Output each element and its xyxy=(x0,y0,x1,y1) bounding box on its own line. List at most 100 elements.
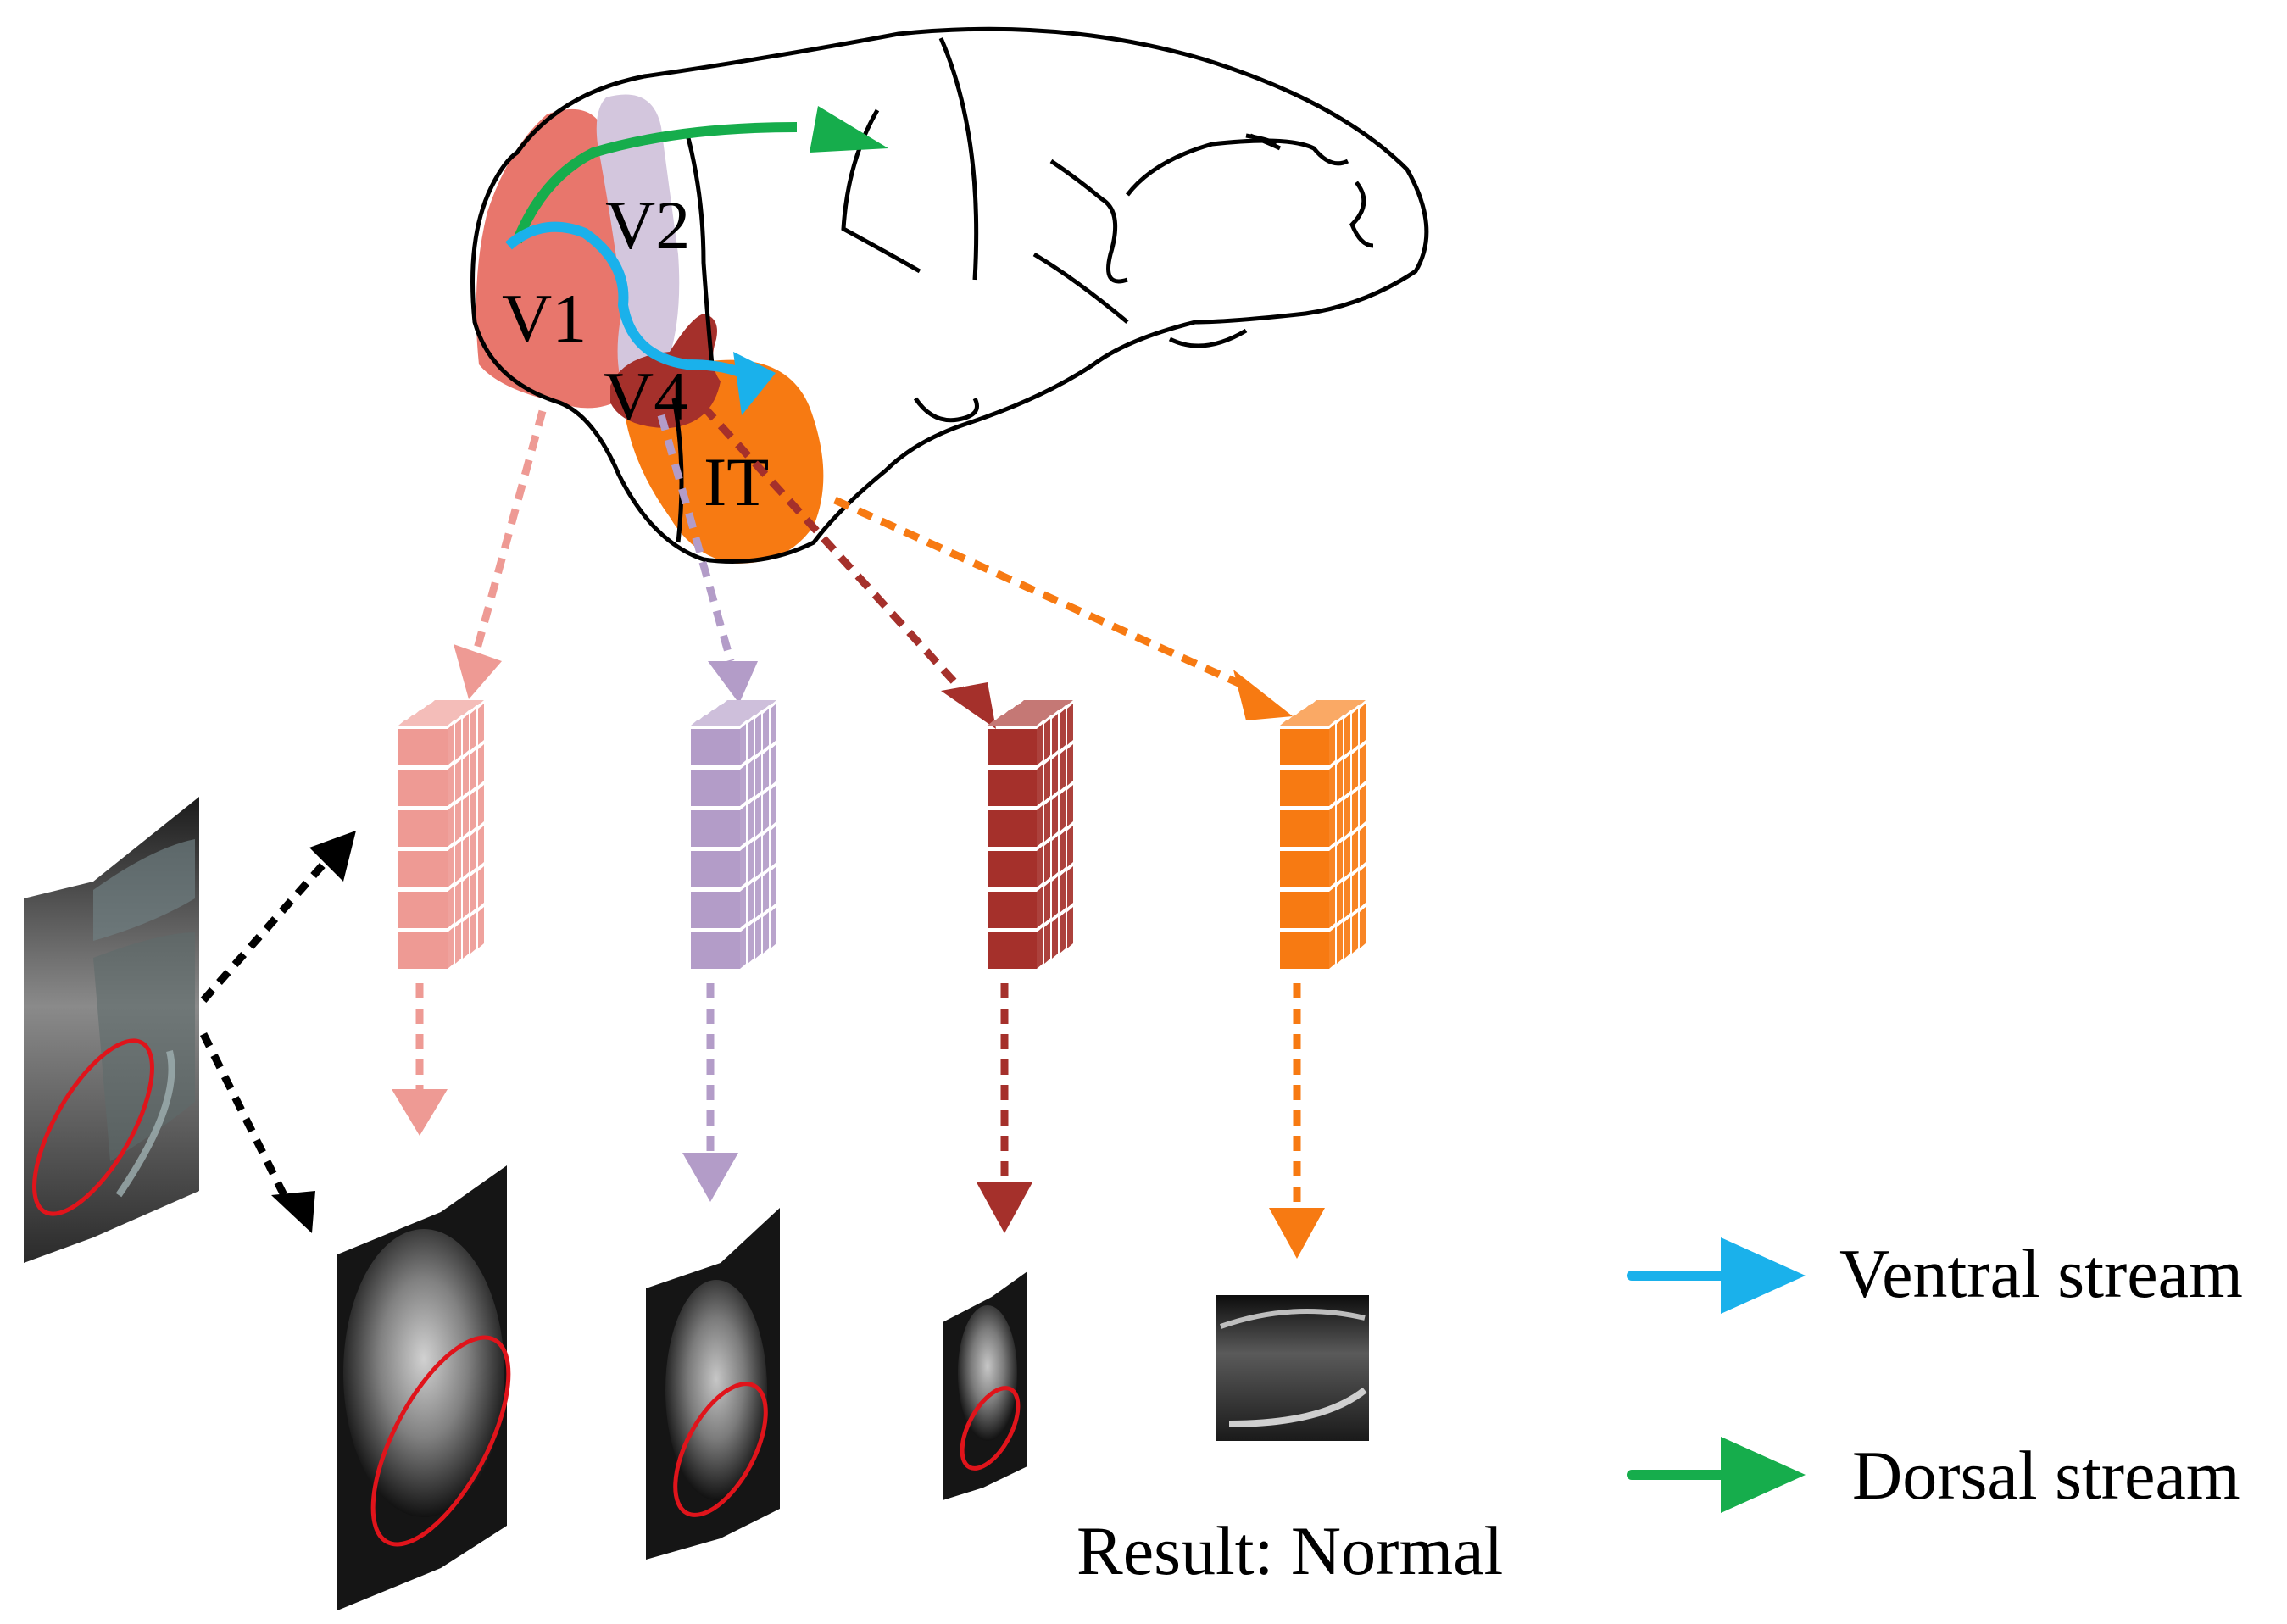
feature-block-side xyxy=(1060,871,1066,913)
feature-block-side xyxy=(755,836,761,877)
feature-blocks xyxy=(398,700,1366,969)
feature-block-side xyxy=(748,800,754,842)
feature-block-side xyxy=(771,785,776,826)
feature-block-side xyxy=(448,805,454,847)
feature-block-side xyxy=(448,846,454,887)
input-to-block-arrow xyxy=(200,854,334,1003)
region-v2-shape xyxy=(596,94,680,399)
v4-lesion-annotation xyxy=(960,1386,1021,1471)
feature-block-side xyxy=(740,724,746,765)
input-lesion-annotation xyxy=(32,1038,154,1216)
feature-block-side xyxy=(478,744,484,786)
feature-block-side xyxy=(1352,831,1358,872)
feature-block-side xyxy=(771,866,776,908)
feature-block-side xyxy=(763,912,769,954)
feature-block-side xyxy=(748,841,754,882)
feature-block-side xyxy=(1067,704,1073,745)
feature-map-it-sonogram xyxy=(1216,1295,1369,1441)
feature-block-side xyxy=(1060,709,1066,750)
feature-block-top xyxy=(1010,705,1066,710)
feature-block-side xyxy=(448,724,454,765)
feature-block-cell xyxy=(398,810,448,847)
brain-sulcus xyxy=(1032,252,1129,324)
feature-block-side xyxy=(1337,800,1343,842)
feature-block-side xyxy=(463,714,469,755)
feature-block-side xyxy=(470,790,476,831)
feature-block-cell xyxy=(691,729,740,765)
feature-block-side xyxy=(455,882,461,923)
feature-block-top xyxy=(421,705,476,710)
dorsal-stream-arrowhead xyxy=(810,106,888,153)
feature-block-side xyxy=(1344,754,1350,796)
feature-block-top xyxy=(1003,710,1058,715)
region-v1-shape xyxy=(476,108,647,409)
ventral-stream-arrow xyxy=(505,221,754,382)
feature-block-cell xyxy=(691,770,740,806)
it-to-block-arrow xyxy=(833,496,1248,691)
v2-to-block-arrow xyxy=(657,414,735,663)
it-arrowhead xyxy=(1233,670,1293,720)
dorsal-legend-arrowhead xyxy=(1721,1437,1806,1513)
v4-to-block-arrow xyxy=(700,403,970,698)
feature-block-side xyxy=(470,749,476,791)
feature-block-side xyxy=(1067,785,1073,826)
feature-block-side xyxy=(463,876,469,918)
feature-block-side xyxy=(1052,876,1058,918)
feature-block-side xyxy=(748,719,754,760)
feature-block-side xyxy=(478,866,484,908)
feature-block-side xyxy=(763,871,769,913)
block-to-map-arrows xyxy=(392,983,1325,1259)
feature-block-side xyxy=(1352,709,1358,750)
legend-item-dorsal: Dorsal stream xyxy=(1627,1437,2240,1514)
feature-block-cell xyxy=(988,932,1037,969)
feature-block-top xyxy=(691,720,746,726)
feature-block-cell xyxy=(691,892,740,928)
feature-block-top xyxy=(1018,700,1073,705)
feature-block-cell xyxy=(988,892,1037,928)
feature-block-side xyxy=(1344,714,1350,755)
feature-block-side xyxy=(1037,846,1043,887)
feature-block-cell xyxy=(988,729,1037,765)
feature-block-side xyxy=(1329,724,1335,765)
feature-block-side xyxy=(1037,887,1043,928)
feature-block-side xyxy=(463,795,469,837)
feature-block-side xyxy=(740,805,746,847)
legend-item-ventral: Ventral stream xyxy=(1627,1235,2243,1314)
feature-block-side xyxy=(1360,826,1366,867)
feature-block-side xyxy=(478,826,484,867)
feature-block-side xyxy=(1060,790,1066,831)
feature-block-side xyxy=(1329,887,1335,928)
feature-block-v1 xyxy=(398,700,484,969)
feature-block-side xyxy=(763,749,769,791)
feature-block-side xyxy=(1044,759,1050,801)
feature-block-side xyxy=(1337,719,1343,760)
brain-sulcus xyxy=(913,397,979,423)
v1-lesion-annotation xyxy=(370,1335,511,1547)
feature-block-side xyxy=(1360,785,1366,826)
feature-block-side xyxy=(1329,765,1335,806)
feature-block-top xyxy=(721,700,776,705)
feature-block-side xyxy=(1060,831,1066,872)
v2-arrowhead xyxy=(708,661,758,704)
feature-block-side xyxy=(1344,917,1350,959)
feature-block-side xyxy=(1329,927,1335,969)
feature-block-side xyxy=(1052,714,1058,755)
feature-block-cell xyxy=(1280,892,1329,928)
brain-sulcus xyxy=(684,131,715,365)
feature-block-side xyxy=(470,871,476,913)
feature-block-cell xyxy=(398,851,448,887)
brain-sulcus xyxy=(938,37,979,281)
feature-block-side xyxy=(1337,759,1343,801)
feature-block-side xyxy=(1360,866,1366,908)
v4-map-arrowhead xyxy=(977,1182,1032,1233)
dorsal-legend-label: Dorsal stream xyxy=(1852,1437,2240,1514)
feature-block-it xyxy=(1280,700,1366,969)
feature-block-side xyxy=(463,836,469,877)
feature-block-side xyxy=(1067,866,1073,908)
feature-block-side xyxy=(1060,749,1066,791)
feature-block-side xyxy=(1037,927,1043,969)
brain-illustration: V1 V2 V4 IT xyxy=(470,26,1429,564)
feature-block-cell xyxy=(988,810,1037,847)
feature-block-side xyxy=(740,765,746,806)
feature-block-side xyxy=(740,887,746,928)
